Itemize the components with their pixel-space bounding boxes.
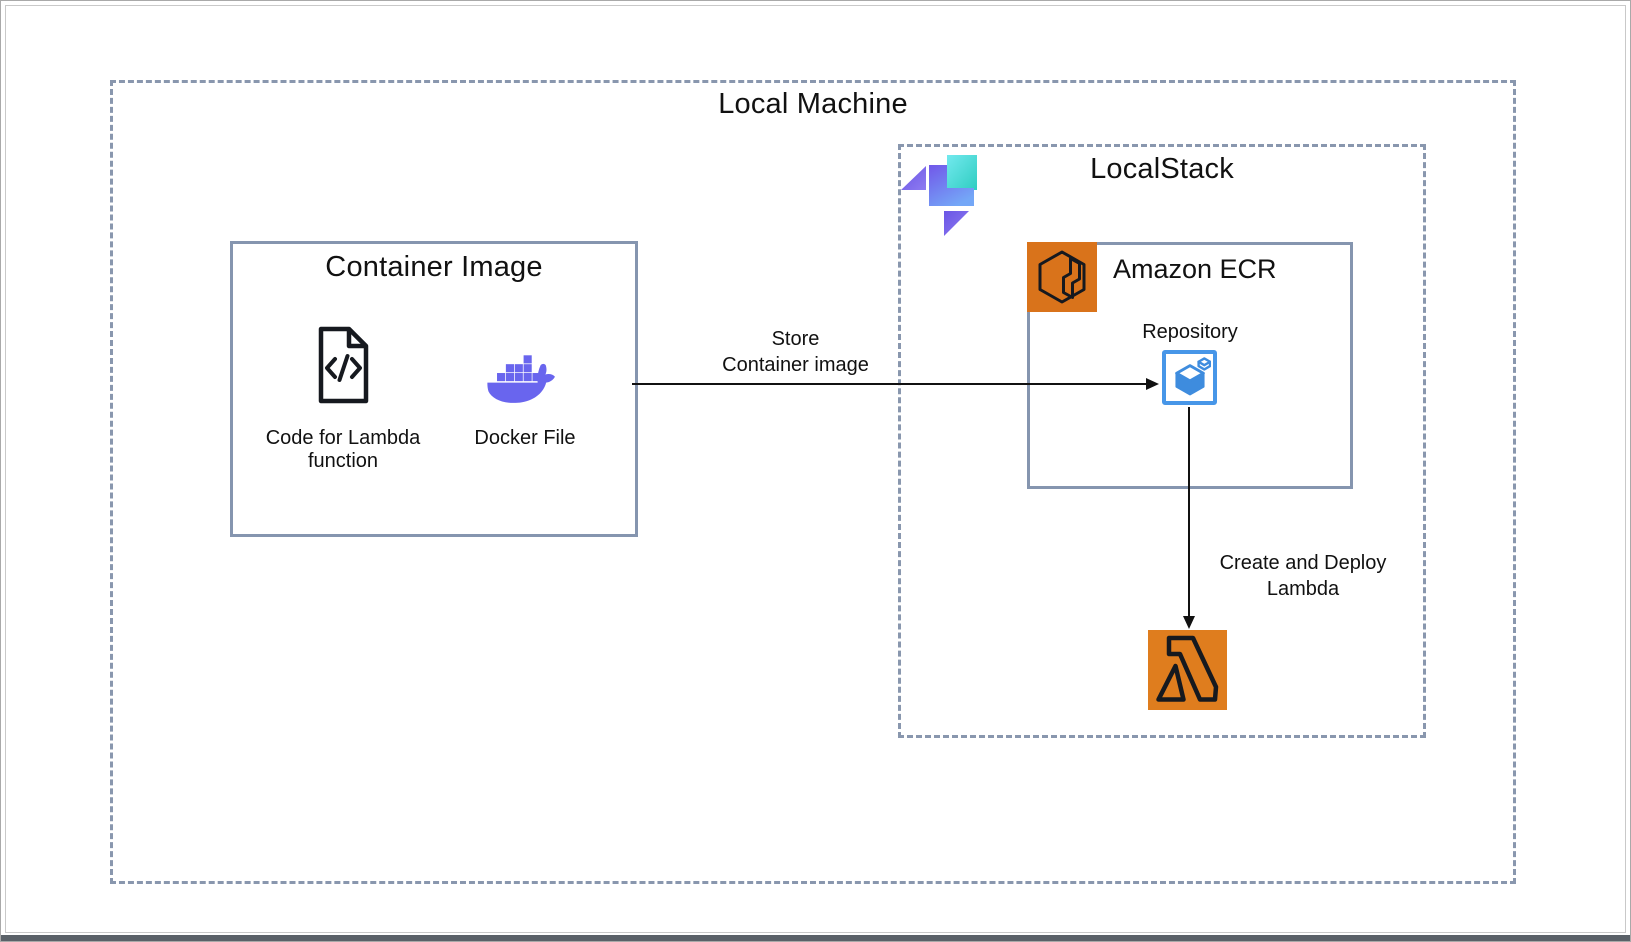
deploy-arrowhead-icon [1182, 616, 1195, 629]
ecr-service-icon [1027, 242, 1097, 312]
local-machine-box: Local Machine [110, 80, 1516, 884]
code-file-label: Code for Lambda function [265, 427, 421, 472]
local-machine-title: Local Machine [718, 88, 908, 120]
store-arrow-label: Store Container image [722, 328, 869, 376]
bottom-chrome-strip [1, 935, 1630, 941]
docker-icon [487, 355, 555, 403]
localstack-box: LocalStack [898, 144, 1426, 738]
docker-file-label: Docker File [474, 427, 576, 449]
code-file-icon [318, 326, 369, 404]
ecr-title: Amazon ECR [1113, 254, 1277, 284]
lambda-icon [1148, 630, 1227, 710]
ecr-box: Amazon ECR Repository [1027, 242, 1353, 489]
localstack-title: LocalStack [1090, 153, 1234, 185]
container-image-box: Container Image Code for Lambda function… [230, 241, 638, 537]
store-arrowhead-icon [1146, 377, 1159, 390]
container-image-title: Container Image [325, 251, 543, 283]
repository-icon [1162, 350, 1217, 405]
deploy-arrow-label: Create and Deploy Lambda [1219, 552, 1387, 600]
repository-label: Repository [1142, 321, 1238, 343]
localstack-logo-icon [901, 155, 977, 236]
store-arrow-line [632, 383, 1148, 385]
deploy-arrow-line [1188, 407, 1190, 619]
